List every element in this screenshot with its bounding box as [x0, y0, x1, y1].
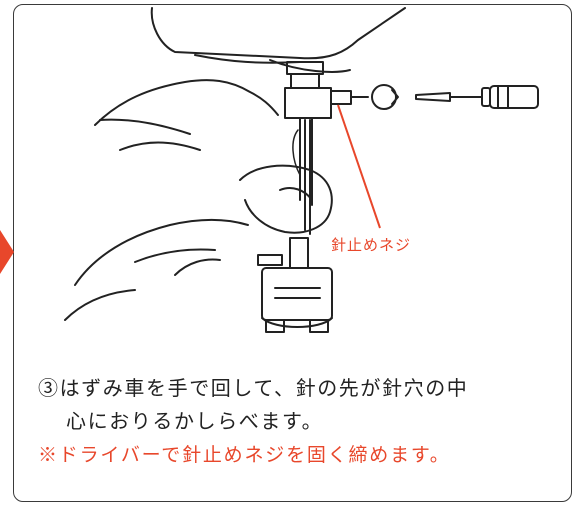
step-line-1: ③はずみ車を手で回して、針の先が針穴の中	[38, 376, 469, 400]
step-3-text: ③はずみ車を手で回して、針の先が針穴の中 心におりるかしらべます。	[38, 372, 563, 438]
step-line-2: 心におりるかしらべます。	[66, 409, 324, 433]
sewing-machine-illustration	[64, 7, 539, 333]
pointer-arrow-icon	[0, 230, 14, 274]
set-screw-callout-label: 針止めネジ	[331, 236, 412, 254]
tighten-screw-note: ※ドライバーで針止めネジを固く締めます。	[38, 444, 451, 466]
